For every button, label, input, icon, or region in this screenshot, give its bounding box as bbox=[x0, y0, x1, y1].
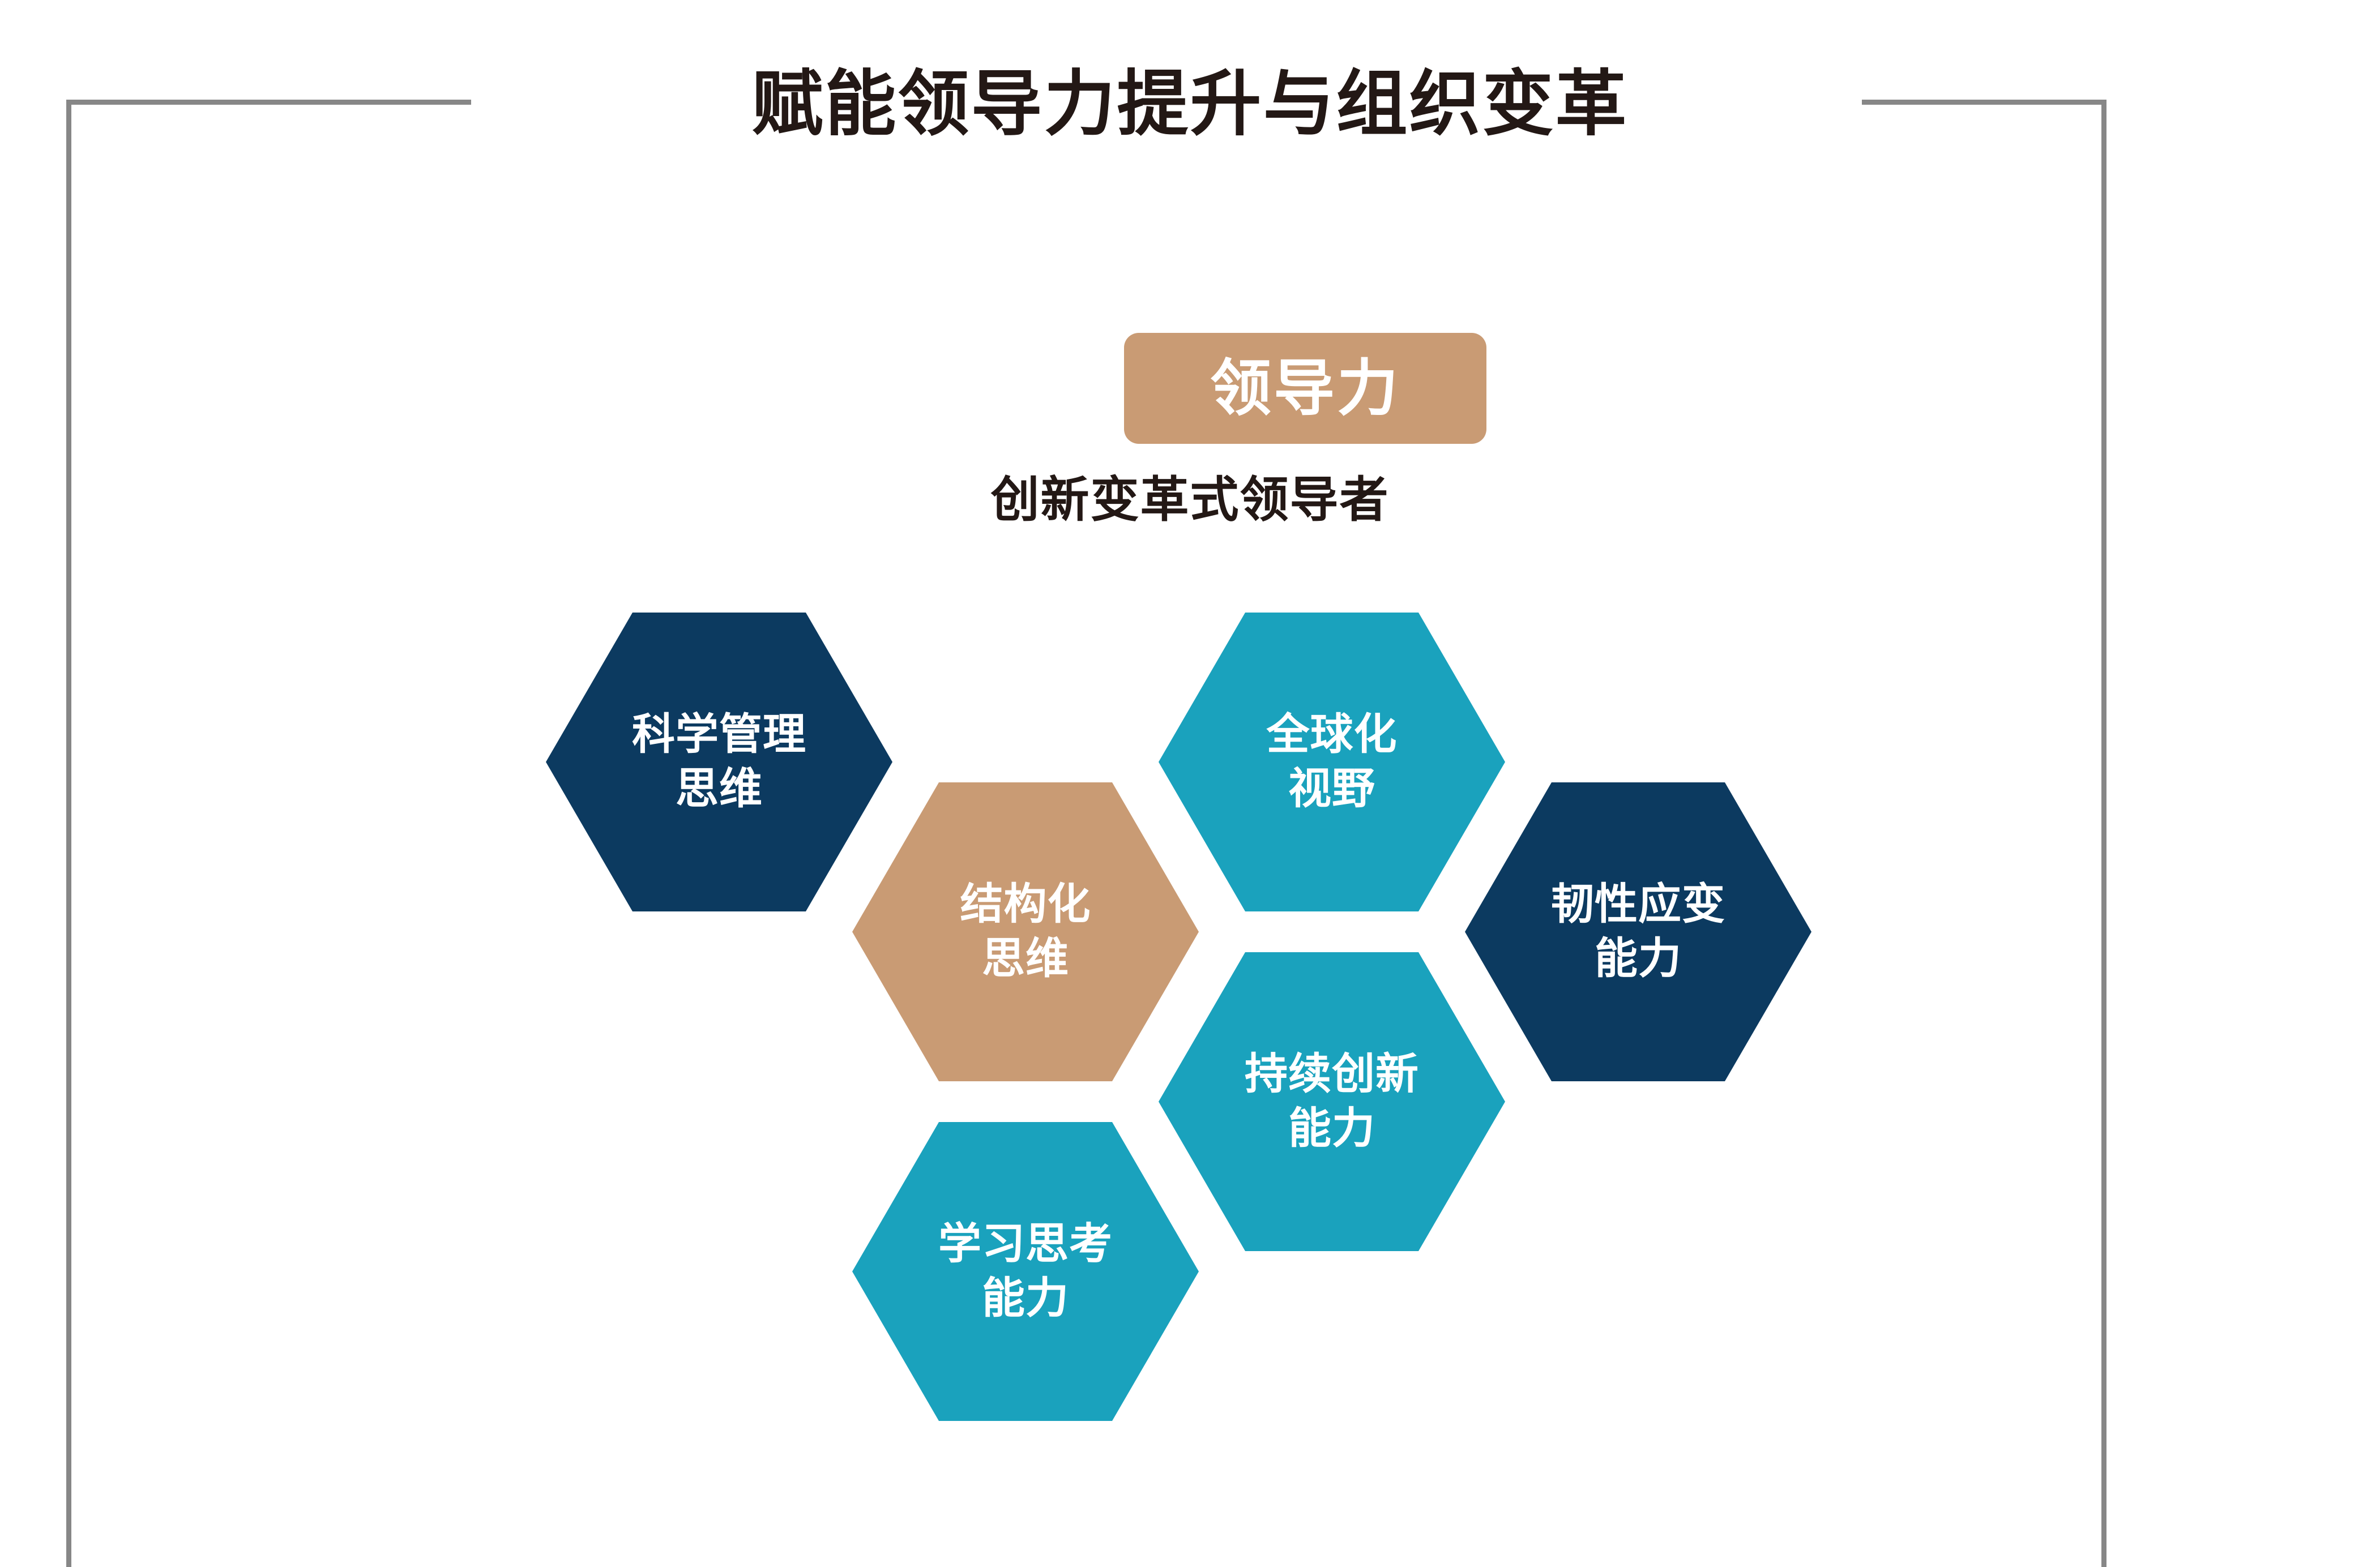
page-title: 赋能领导力提升与组织变革 bbox=[751, 64, 1629, 144]
hexagon-label: 结构化 思维 bbox=[960, 880, 1091, 983]
subtitle: 创新变革式领导者 bbox=[990, 473, 1390, 527]
hexagon-label: 学习思考 能力 bbox=[938, 1220, 1113, 1322]
hexagon-resilient-adaptability[interactable]: 韧性应变 能力 bbox=[1465, 782, 1811, 1081]
hexagon-label: 全球化 视野 bbox=[1266, 710, 1398, 813]
hexagon-continuous-innovation[interactable]: 持续创新 能力 bbox=[1159, 952, 1505, 1251]
frame-line-top-right bbox=[1862, 100, 2106, 105]
frame-line-left-vertical bbox=[66, 100, 71, 1567]
hexagon-label: 韧性应变 能力 bbox=[1551, 880, 1725, 983]
leadership-badge-label: 领导力 bbox=[1210, 354, 1400, 422]
hexagon-label: 科学管理 思维 bbox=[632, 710, 806, 813]
leadership-badge: 领导力 bbox=[1124, 333, 1486, 444]
frame-line-top-left bbox=[66, 100, 471, 105]
hexagon-label: 持续创新 能力 bbox=[1245, 1050, 1419, 1153]
hexagon-learning-and-thinking[interactable]: 学习思考 能力 bbox=[852, 1122, 1199, 1421]
hexagon-structured-thinking[interactable]: 结构化 思维 bbox=[852, 782, 1199, 1081]
hexagon-scientific-management-thinking[interactable]: 科学管理 思维 bbox=[546, 613, 892, 911]
frame-line-right-vertical bbox=[2101, 100, 2106, 1567]
hexagon-global-vision[interactable]: 全球化 视野 bbox=[1159, 613, 1505, 911]
